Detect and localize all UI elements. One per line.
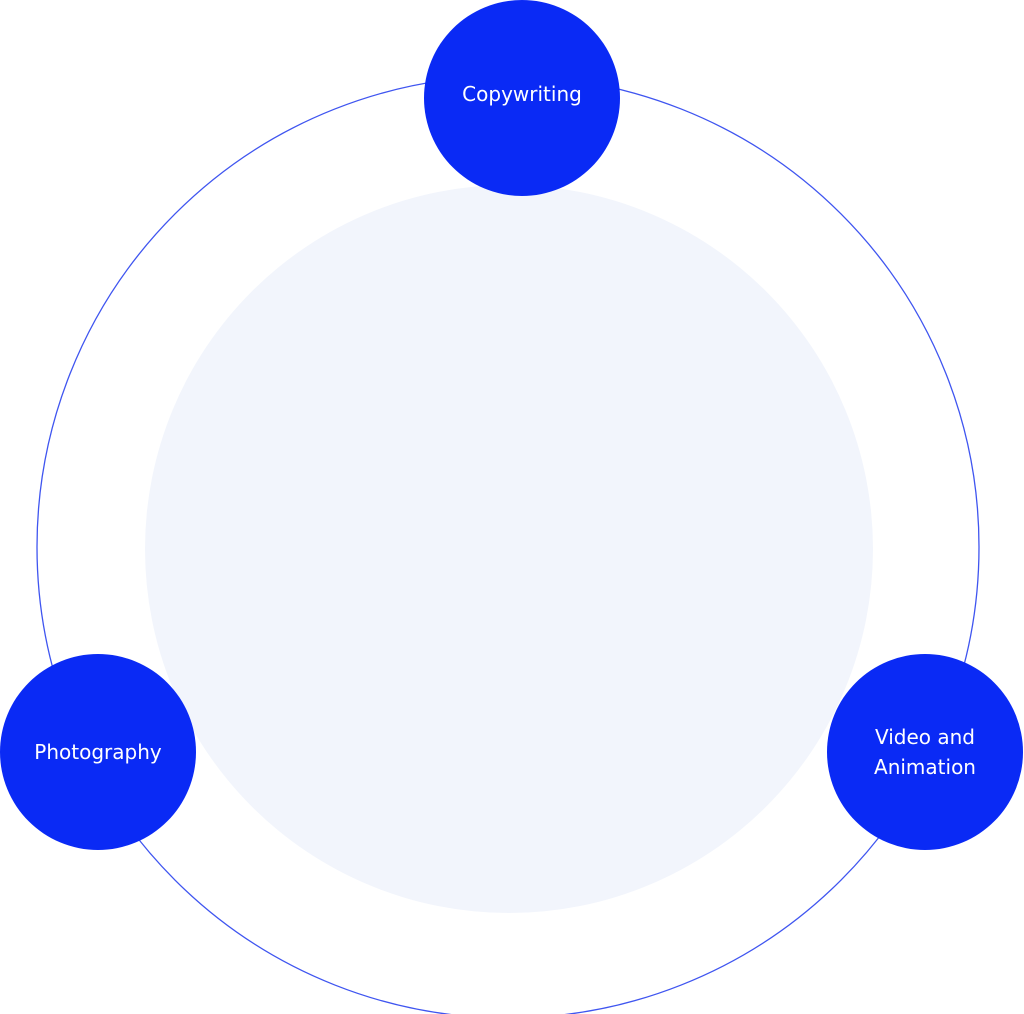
node-photography: Photography xyxy=(0,654,196,850)
node-copywriting: Copywriting xyxy=(424,0,620,196)
inner-circle xyxy=(145,185,873,913)
node-label: Video and Animation xyxy=(874,725,976,779)
node-video-and-animation: Video and Animation xyxy=(827,654,1023,850)
node-label: Copywriting xyxy=(462,82,582,106)
node-label: Photography xyxy=(34,740,162,764)
